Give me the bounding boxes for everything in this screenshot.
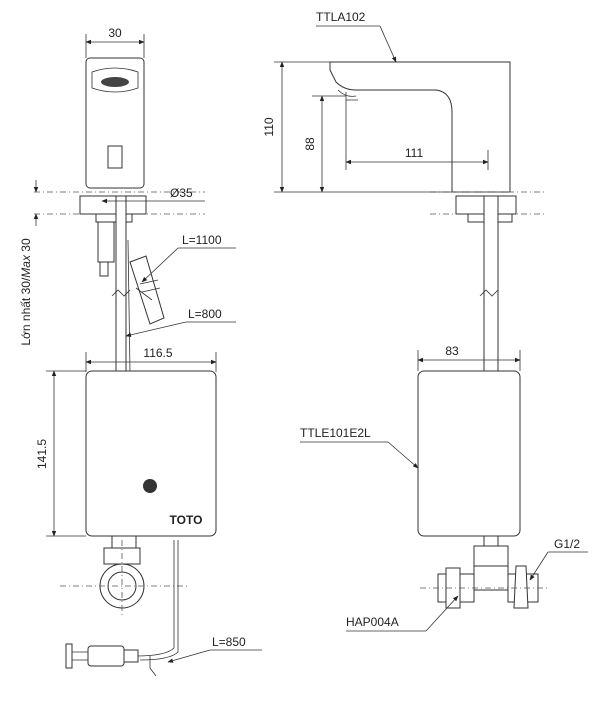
front-view: TOTO <box>34 57 217 677</box>
plug-icon <box>65 643 139 669</box>
dim-box-depth: 83 <box>445 344 459 358</box>
hose-pipe-side <box>483 195 499 373</box>
cable-clip <box>149 656 157 677</box>
label-faucet-model: TTLA102 <box>316 10 366 24</box>
spout-side <box>329 61 511 193</box>
dim-box-height: 141.5 <box>35 439 49 469</box>
dim-hose-long: L=1100 <box>182 233 222 247</box>
dim-total-height: 110 <box>262 117 276 136</box>
sensor-led-icon <box>143 479 157 493</box>
hose-pipe-front <box>115 195 127 373</box>
dim-deck-thickness: Lớn nhất 30/Max 30 <box>19 238 33 346</box>
control-box-front <box>85 370 217 537</box>
hose-bundle-front <box>129 255 165 325</box>
side-view <box>329 61 548 609</box>
label-control-box-model: TTLE101E2L <box>300 426 371 440</box>
valve-nut-side <box>473 545 509 567</box>
spout-head-front <box>91 67 139 93</box>
control-box-side <box>417 370 521 537</box>
aerator-icon <box>101 77 129 87</box>
dim-spout-height: 88 <box>303 137 317 151</box>
label-valve-model: HAP004A <box>346 615 399 629</box>
brand-logo: TOTO <box>170 513 203 527</box>
dim-spout-width: 30 <box>108 26 122 40</box>
sensor-window-front <box>107 145 123 169</box>
dim-box-width: 116.5 <box>143 346 172 360</box>
dim-hole-diameter: Ø35 <box>170 186 193 200</box>
shank-front <box>97 221 115 263</box>
mounting-plate-front <box>79 195 147 215</box>
dim-hose-short: L=800 <box>188 307 222 321</box>
label-thread-size: G1/2 <box>554 537 580 551</box>
dim-cable-length: L=850 <box>212 635 246 649</box>
dim-spout-reach: 111 <box>405 146 424 160</box>
